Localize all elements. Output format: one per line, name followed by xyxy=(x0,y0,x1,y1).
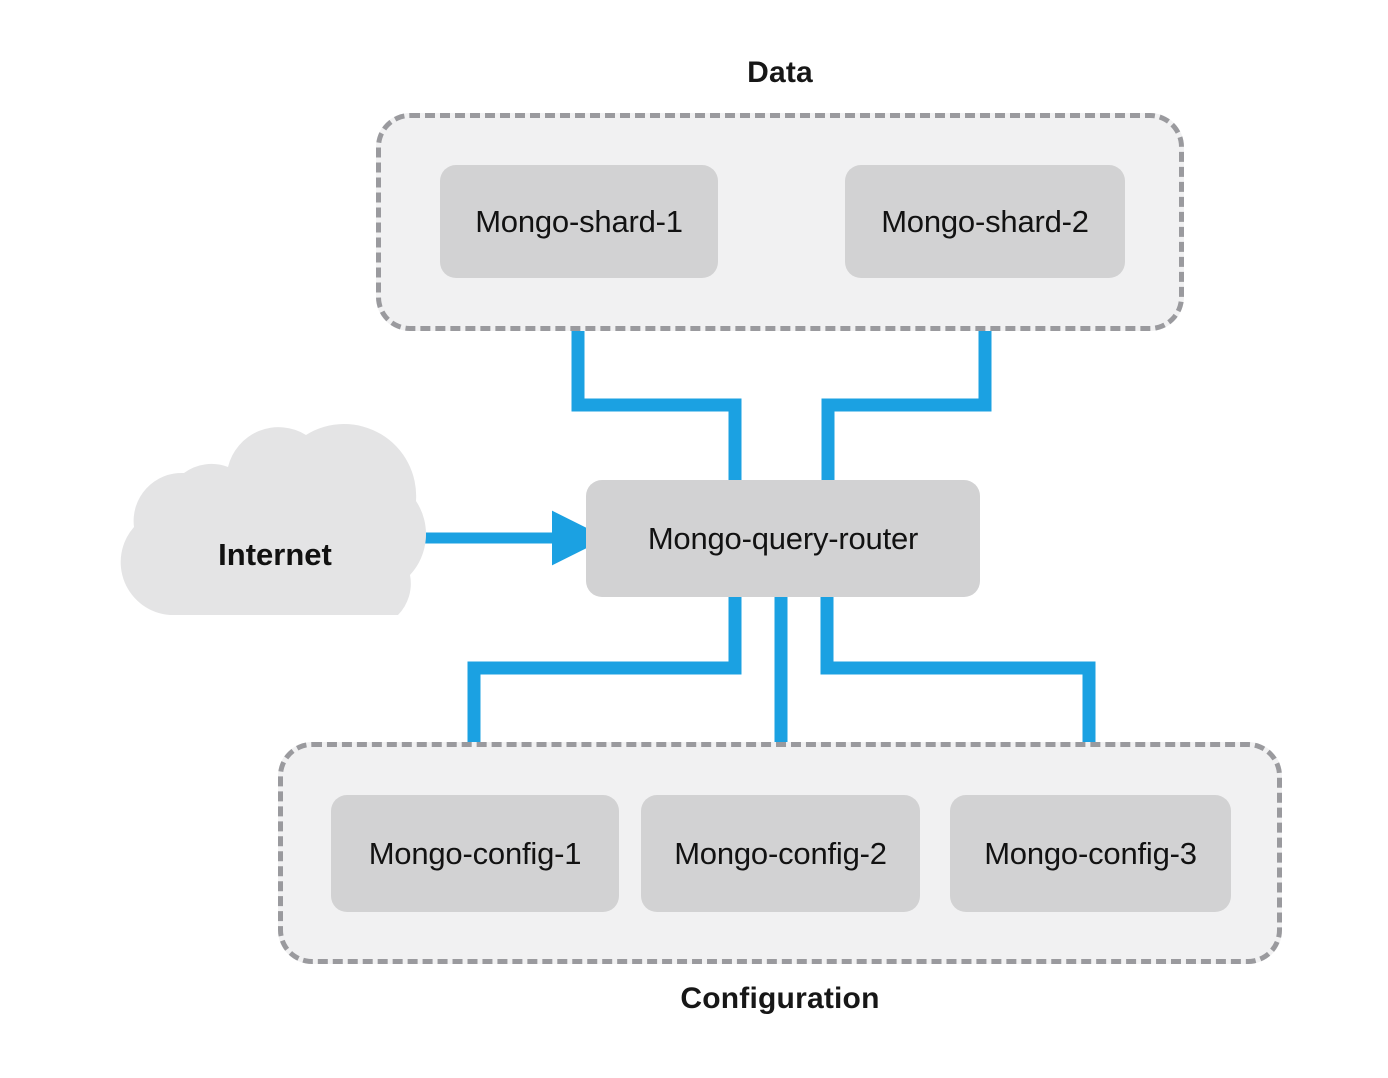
node-label: Mongo-shard-2 xyxy=(881,203,1089,239)
node-label: Mongo-query-router xyxy=(647,520,919,556)
node-label: Mongo-config-3 xyxy=(984,835,1197,871)
node-mongo-config-1[interactable]: Mongo-config-1 xyxy=(331,795,619,912)
node-mongo-query-router[interactable]: Mongo-query-router xyxy=(586,480,980,597)
group-data-title: Data xyxy=(747,56,813,89)
node-mongo-config-3[interactable]: Mongo-config-3 xyxy=(950,795,1231,912)
node-label: Mongo-config-2 xyxy=(674,835,887,871)
node-label: Mongo-config-1 xyxy=(368,835,582,871)
node-mongo-shard-1[interactable]: Mongo-shard-1 xyxy=(440,165,718,278)
node-internet-cloud[interactable]: Internet xyxy=(110,415,458,630)
node-mongo-config-2[interactable]: Mongo-config-2 xyxy=(641,795,920,912)
node-internet-label: Internet xyxy=(218,537,332,572)
cloud-icon xyxy=(120,424,427,615)
group-configuration-title: Configuration xyxy=(680,982,880,1015)
node-mongo-shard-2[interactable]: Mongo-shard-2 xyxy=(845,165,1125,278)
node-label: Mongo-shard-1 xyxy=(475,203,683,239)
